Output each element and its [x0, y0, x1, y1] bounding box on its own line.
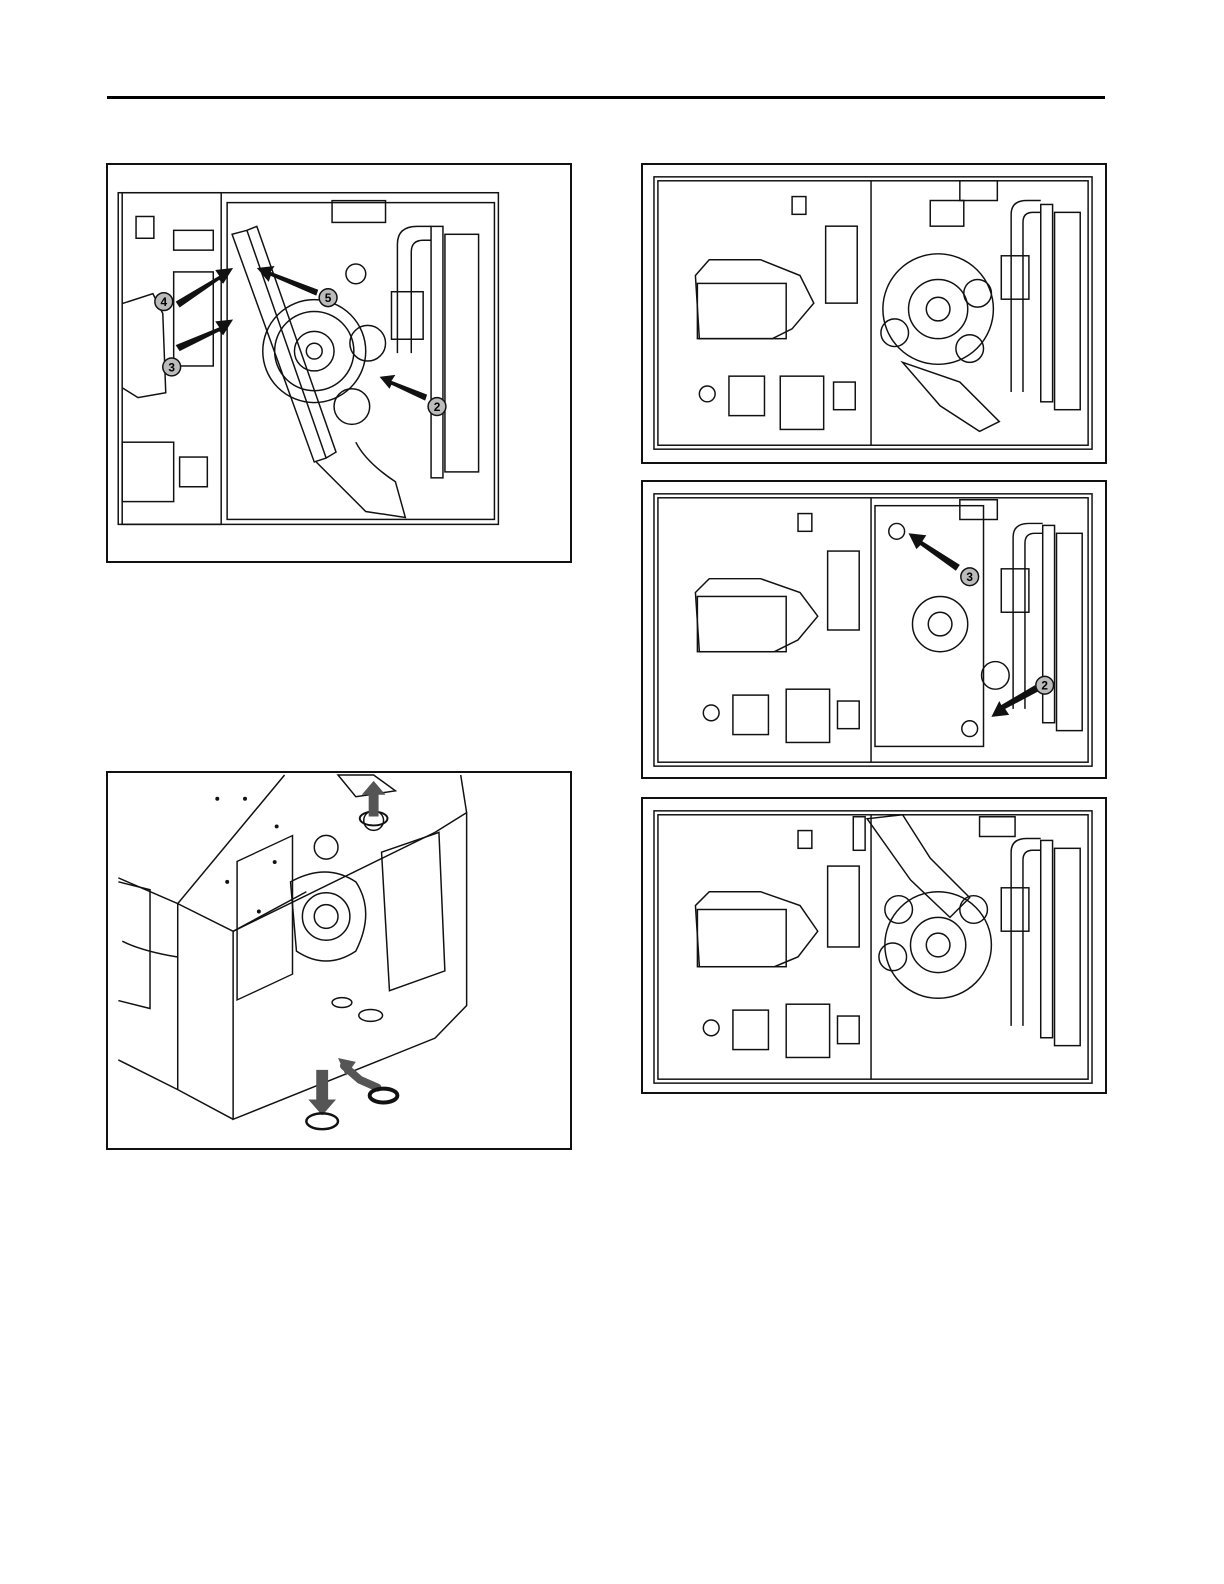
callout-2: 2 — [1036, 676, 1054, 694]
callout-3-label: 3 — [168, 360, 175, 374]
figure-panel-inducer-rotated — [641, 797, 1107, 1094]
callout-3-label: 3 — [966, 570, 973, 584]
figure-panel-inducer-installed — [641, 163, 1107, 464]
figure-d-illustration: 3 2 — [643, 482, 1105, 777]
callout-3: 3 — [961, 568, 979, 586]
figure-isometric-cabinet — [106, 771, 572, 1150]
callout-4: 4 — [155, 293, 173, 311]
figure-panel-inducer-removed: 3 2 — [641, 480, 1107, 779]
callout-2: 2 — [428, 398, 446, 416]
figure-b-illustration — [108, 773, 570, 1148]
figure-a-illustration: 4 5 3 2 — [108, 165, 570, 561]
callout-4-label: 4 — [160, 295, 167, 309]
callout-5: 5 — [319, 289, 337, 307]
figure-e-illustration — [643, 799, 1105, 1092]
header-rule — [107, 96, 1105, 99]
callout-2-label: 2 — [1041, 679, 1048, 693]
figure-c-illustration — [643, 165, 1105, 462]
figure-inducer-vent-callouts: 4 5 3 2 — [106, 163, 572, 563]
callout-3: 3 — [163, 358, 181, 376]
callout-5-label: 5 — [325, 291, 332, 305]
callout-2-label: 2 — [434, 400, 441, 414]
